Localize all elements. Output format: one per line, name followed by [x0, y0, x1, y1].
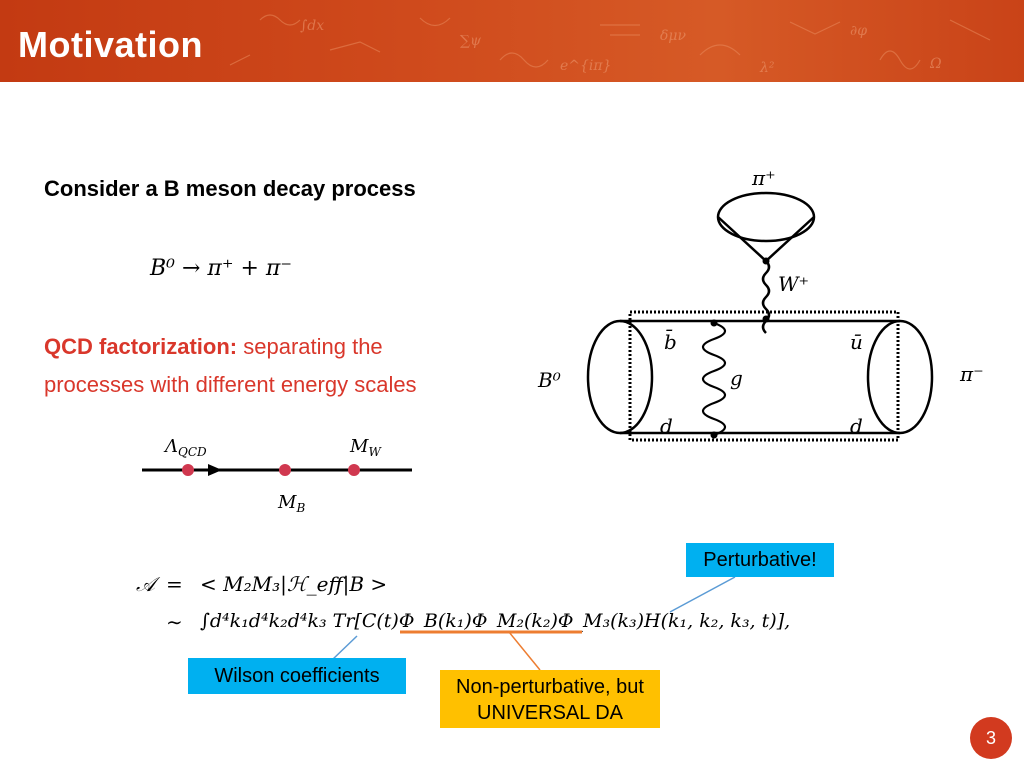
amplitude-integral: ∫d⁴k₁d⁴k₂d⁴k₃ Tr[C(t)Φ_B(k₁)Φ_M₂(k₂)Φ_M₃… [200, 610, 791, 632]
amplitude-equals: = [166, 572, 183, 596]
header-background-scribbles: ∫dx ∑ψ e^{iπ} δμν λ² ∂φ Ω [229, 14, 991, 76]
label-pi-minus: π⁻ [959, 362, 984, 386]
page-number-badge: 3 [970, 717, 1012, 759]
label-lambda-qcd: ΛQCD [163, 436, 207, 459]
nonpert-callout: Non-perturbative, but UNIVERSAL DA [440, 670, 660, 728]
qcd-factorization-line1: QCD factorization: separating the [44, 328, 383, 366]
label-pi-plus: π⁺ [751, 166, 776, 190]
svg-text:λ²: λ² [759, 60, 775, 76]
nonpert-pointer [508, 631, 541, 671]
svg-text:e^{iπ}: e^{iπ} [560, 58, 612, 74]
svg-text:δμν: δμν [660, 28, 687, 44]
wilson-callout: Wilson coefficients [188, 658, 406, 694]
svg-text:∑ψ: ∑ψ [460, 33, 482, 49]
qcd-factorization-text1: separating the [237, 334, 383, 359]
b0-meson-cap [586, 319, 654, 435]
amplitude-matrix-element: < M₂M₃|ℋ_eff|B > [200, 572, 388, 596]
label-b-bar: b̄ [664, 329, 677, 354]
svg-text:∫dx: ∫dx [300, 18, 324, 34]
hard-kernel-box [628, 310, 900, 442]
nonpert-line1: Non-perturbative, but [456, 676, 644, 698]
perturbative-callout: Perturbative! [686, 543, 834, 577]
gluon-vertex-top [710, 319, 718, 327]
label-u-bar: ū [850, 330, 863, 354]
scale-dot-qcd [182, 464, 194, 476]
gluon-line [701, 321, 727, 437]
gluon-vertex-bottom [710, 431, 718, 439]
pi-minus-cap [866, 319, 934, 435]
qcd-factorization-line2: processes with different energy scales [44, 372, 417, 397]
label-d-right: d [850, 414, 863, 438]
decay-diagram: π⁺ W⁺ b̄ ū g d d B⁰ π⁻ [537, 166, 984, 442]
scale-dot-w [348, 464, 360, 476]
label-gluon: g [730, 366, 743, 390]
qcd-factorization-bold: QCD factorization: [44, 334, 238, 359]
label-mw: MW [349, 436, 382, 459]
perturbative-pointer [669, 576, 736, 613]
label-d-left: d [660, 414, 673, 438]
label-b0: B⁰ [537, 368, 561, 392]
header-banner: ∫dx ∑ψ e^{iπ} δμν λ² ∂φ Ω Motivation [0, 0, 1024, 82]
amplitude-lhs: 𝒜 [136, 572, 155, 596]
scale-arrow [208, 464, 222, 476]
amplitude-sim: ∼ [166, 610, 183, 634]
slide-title: Motivation [18, 24, 203, 65]
svg-text:∂φ: ∂φ [850, 23, 867, 39]
intro-text: Consider a B meson decay process [44, 176, 416, 201]
label-mb: MB [277, 492, 305, 515]
scale-dot-b [279, 464, 291, 476]
label-w-plus: W⁺ [778, 272, 809, 296]
quark-lines [620, 319, 900, 435]
nonpert-line2: UNIVERSAL DA [477, 702, 623, 724]
decay-equation: B⁰ → π⁺ + π⁻ [150, 256, 292, 281]
svg-text:Ω: Ω [929, 56, 942, 72]
wilson-pointer [331, 635, 358, 661]
energy-scale-diagram: ΛQCD MW MB [142, 436, 412, 515]
